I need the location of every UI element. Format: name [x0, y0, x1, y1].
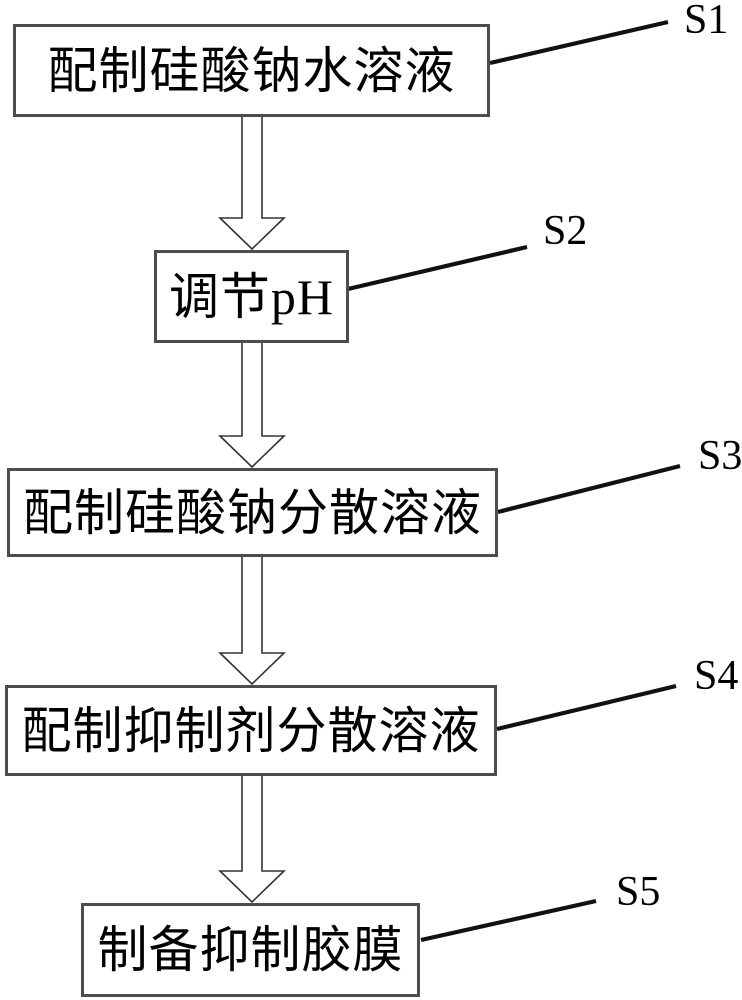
down-arrow-icon-4: [218, 774, 286, 904]
step-box-prepare-inhibitor-dispersion: 配制抑制剂分散溶液: [5, 685, 497, 776]
step-tag-s3: S3: [698, 433, 742, 479]
step-box-prepare-inhibition-film: 制备抑制胶膜: [81, 903, 420, 997]
step-box-adjust-ph: 调节pH: [154, 250, 349, 343]
step-box-label: 配制抑制剂分散溶液: [21, 702, 481, 759]
down-arrow-icon-3: [218, 555, 286, 686]
step-tag-s2: S2: [543, 208, 588, 254]
step-box-prepare-sodium-silicate-solution: 配制硅酸钠水溶液: [13, 24, 490, 117]
leader-line-s5: [420, 898, 597, 943]
leader-line-s1: [489, 19, 669, 66]
down-arrow-icon-1: [218, 115, 286, 251]
step-box-label: 调节pH: [168, 268, 335, 325]
step-box-label: 制备抑制胶膜: [97, 922, 404, 978]
step-tag-s1: S1: [684, 0, 729, 43]
leader-line-s4: [496, 683, 677, 732]
leader-line-s3: [497, 463, 681, 515]
step-box-prepare-sodium-silicate-dispersion: 配制硅酸钠分散溶液: [7, 468, 498, 557]
step-box-label: 配制硅酸钠分散溶液: [23, 484, 482, 541]
step-tag-s4: S4: [694, 653, 739, 699]
leader-line-s2: [347, 244, 528, 292]
down-arrow-icon-2: [218, 341, 286, 469]
step-box-label: 配制硅酸钠水溶液: [47, 42, 456, 99]
step-tag-s5: S5: [616, 869, 661, 915]
